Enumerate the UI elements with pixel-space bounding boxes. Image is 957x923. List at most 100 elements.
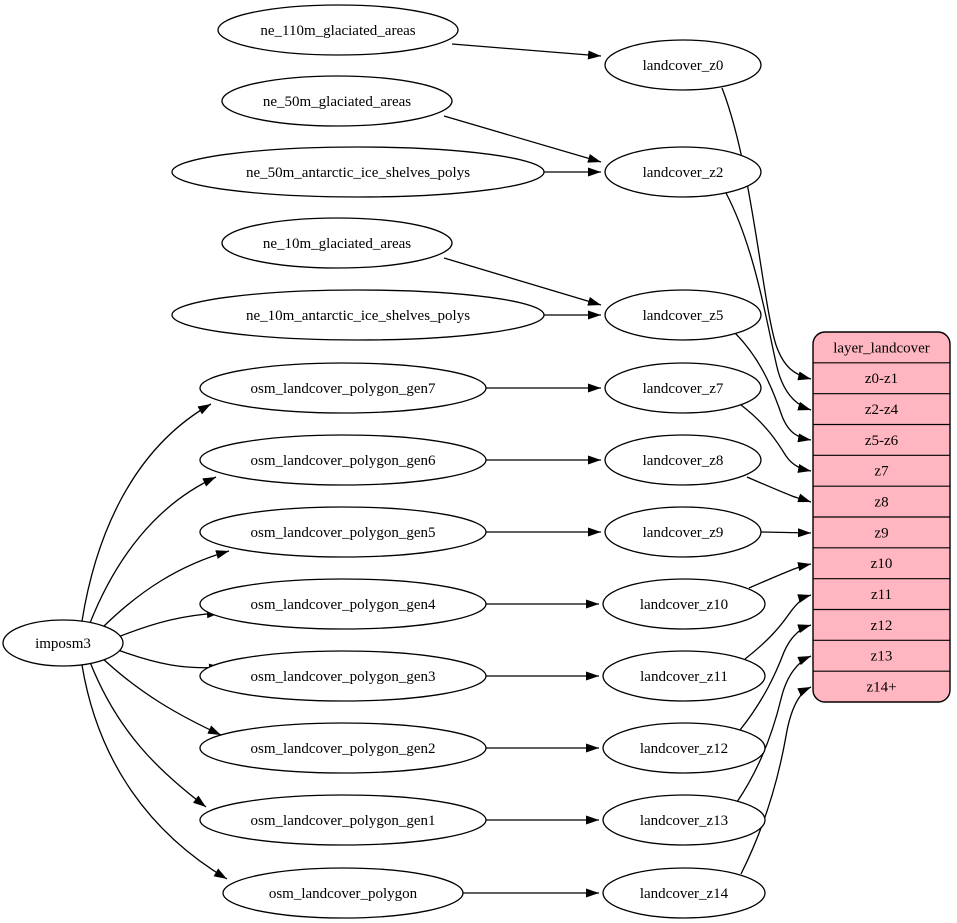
edge-ne_10m_glaciated_areas-to-landcover_z5 (443, 257, 602, 306)
edge-landcover_z12-to-layer_landcover-z12 (739, 624, 812, 731)
node-landcover_z0-label: landcover_z0 (643, 58, 724, 74)
table-row-z9: z9 (874, 525, 888, 541)
node-ne_50m_glaciated_areas-label: ne_50m_glaciated_areas (263, 94, 411, 110)
table-row-z0-z1: z0-z1 (865, 371, 898, 387)
node-landcover_z10-shape (602, 578, 766, 630)
edge-imposm3-to-osm_landcover_polygon_gen7 (81, 403, 212, 622)
edge-ne_110m_glaciated_areas-to-landcover_z0 (451, 43, 602, 60)
table-row-z2-z4: z2-z4 (865, 402, 899, 418)
node-landcover_z0-shape (604, 39, 762, 91)
node-osm_landcover_polygon_gen2-shape (199, 722, 487, 774)
node-landcover_z7-label: landcover_z7 (643, 381, 724, 397)
node-landcover_z9-shape (604, 506, 762, 558)
node-osm_landcover_polygon_gen3: osm_landcover_polygon_gen3 (199, 650, 487, 702)
edge-imposm3-to-osm_landcover_polygon_gen2 (99, 655, 222, 736)
node-imposm3: imposm3 (2, 619, 124, 667)
node-osm_landcover_polygon_gen1-shape (199, 794, 487, 846)
node-landcover_z11: landcover_z11 (602, 650, 766, 702)
table-row-z13: z13 (871, 649, 893, 665)
edge-imposm3-to-osm_landcover_polygon_gen1 (89, 661, 207, 808)
node-osm_landcover_polygon_gen5-shape (199, 506, 487, 558)
node-osm_landcover_polygon_gen2: osm_landcover_polygon_gen2 (199, 722, 487, 774)
edge-landcover_z2-to-layer_landcover-z2-z4 (725, 192, 812, 411)
node-ne_50m_antarctic_ice_shelves_polys-label: ne_50m_antarctic_ice_shelves_polys (246, 165, 470, 181)
node-landcover_z10: landcover_z10 (602, 578, 766, 630)
node-landcover_z7: landcover_z7 (604, 362, 762, 414)
edge-ne_50m_glaciated_areas-to-landcover_z2 (443, 115, 602, 163)
table-row-z8: z8 (874, 495, 888, 511)
node-landcover_z13: landcover_z13 (602, 794, 766, 846)
node-osm_landcover_polygon_gen6: osm_landcover_polygon_gen6 (199, 434, 487, 486)
node-osm_landcover_polygon_gen6-shape (199, 434, 487, 486)
edge-imposm3-to-osm_landcover_polygon_gen3 (117, 649, 223, 673)
node-landcover_z12-label: landcover_z12 (640, 741, 728, 757)
table-row-z5-z6: z5-z6 (865, 433, 899, 449)
node-landcover_z2-shape (604, 146, 762, 198)
node-landcover_z8-label: landcover_z8 (643, 453, 724, 469)
table-row-z12: z12 (871, 618, 893, 634)
node-imposm3-label: imposm3 (35, 636, 91, 652)
table-layer: layer_landcover z0-z1 z2-z4 z5-z6 z7 z8 z9 z10 z… (812, 331, 951, 703)
node-landcover_z13-shape (602, 794, 766, 846)
table-row-z14+: z14+ (866, 680, 896, 696)
node-osm_landcover_polygon_gen6-label: osm_landcover_polygon_gen6 (251, 453, 436, 469)
node-landcover_z8: landcover_z8 (604, 434, 762, 486)
node-osm_landcover_polygon_gen3-shape (199, 650, 487, 702)
node-landcover_z5-label: landcover_z5 (643, 308, 724, 324)
node-ne_10m_antarctic_ice_shelves_polys-label: ne_10m_antarctic_ice_shelves_polys (246, 308, 470, 324)
node-ne_110m_glaciated_areas-label: ne_110m_glaciated_areas (260, 23, 415, 39)
node-landcover_z13-label: landcover_z13 (640, 813, 728, 829)
node-osm_landcover_polygon_gen3-label: osm_landcover_polygon_gen3 (251, 669, 436, 685)
node-ne_10m_glaciated_areas-label: ne_10m_glaciated_areas (263, 236, 411, 252)
node-ne_110m_glaciated_areas: ne_110m_glaciated_areas (217, 4, 459, 56)
node-ne_50m_glaciated_areas: ne_50m_glaciated_areas (221, 75, 453, 127)
node-ne_10m_glaciated_areas-shape (221, 217, 453, 269)
node-landcover_z9: landcover_z9 (604, 506, 762, 558)
node-osm_landcover_polygon_gen7-label: osm_landcover_polygon_gen7 (251, 381, 436, 397)
edges-layer (81, 43, 812, 898)
node-landcover_z11-label: landcover_z11 (640, 669, 728, 685)
node-landcover_z14-shape (602, 867, 766, 919)
node-ne_50m_glaciated_areas-shape (221, 75, 453, 127)
node-landcover_z5: landcover_z5 (604, 289, 762, 341)
edge-landcover_z11-to-layer_landcover-z11 (744, 594, 812, 660)
table-header: layer_landcover (833, 340, 930, 356)
node-landcover_z10-label: landcover_z10 (640, 597, 728, 613)
node-landcover_z8-shape (604, 434, 762, 486)
edge-landcover_z13-to-layer_landcover-z13 (736, 655, 812, 803)
node-osm_landcover_polygon-shape (222, 867, 464, 919)
node-landcover_z5-shape (604, 289, 762, 341)
node-osm_landcover_polygon_gen5-label: osm_landcover_polygon_gen5 (251, 525, 436, 541)
node-ne_10m_antarctic_ice_shelves_polys-shape (171, 289, 545, 341)
edge-landcover_z14-to-layer_landcover-z14+ (740, 686, 812, 875)
table-row-z11: z11 (871, 587, 892, 603)
node-osm_landcover_polygon_gen7-shape (199, 362, 487, 414)
nodes-layer: imposm3 ne_110m_glaciated_areas ne_50m_gla… (2, 4, 766, 919)
edge-landcover_z10-to-layer_landcover-z10 (748, 562, 812, 589)
node-osm_landcover_polygon_gen4-shape (199, 578, 487, 630)
node-ne_50m_antarctic_ice_shelves_polys: ne_50m_antarctic_ice_shelves_polys (171, 146, 545, 198)
edge-imposm3-to-osm_landcover_polygon_gen5 (99, 550, 230, 631)
node-landcover_z2-label: landcover_z2 (643, 165, 724, 181)
node-ne_110m_glaciated_areas-shape (217, 4, 459, 56)
node-landcover_z0: landcover_z0 (604, 39, 762, 91)
node-landcover_z11-shape (602, 650, 766, 702)
node-osm_landcover_polygon_gen4-label: osm_landcover_polygon_gen4 (251, 597, 436, 613)
node-landcover_z14-label: landcover_z14 (640, 886, 729, 902)
table-row-z7: z7 (874, 464, 889, 480)
node-ne_50m_antarctic_ice_shelves_polys-shape (171, 146, 545, 198)
table-row-z10: z10 (871, 556, 893, 572)
node-osm_landcover_polygon_gen1-label: osm_landcover_polygon_gen1 (251, 813, 436, 829)
node-osm_landcover_polygon_gen5: osm_landcover_polygon_gen5 (199, 506, 487, 558)
node-osm_landcover_polygon_gen1: osm_landcover_polygon_gen1 (199, 794, 487, 846)
node-landcover_z9-label: landcover_z9 (643, 525, 724, 541)
edge-imposm3-to-osm_landcover_polygon_gen4 (117, 609, 221, 638)
node-landcover_z2: landcover_z2 (604, 146, 762, 198)
node-landcover_z7-shape (604, 362, 762, 414)
node-osm_landcover_polygon_gen2-label: osm_landcover_polygon_gen2 (251, 741, 436, 757)
node-osm_landcover_polygon_gen7: osm_landcover_polygon_gen7 (199, 362, 487, 414)
node-ne_10m_glaciated_areas: ne_10m_glaciated_areas (221, 217, 453, 269)
edge-imposm3-to-osm_landcover_polygon (81, 664, 228, 880)
edge-landcover_z5-to-layer_landcover-z5-z6 (734, 332, 812, 443)
